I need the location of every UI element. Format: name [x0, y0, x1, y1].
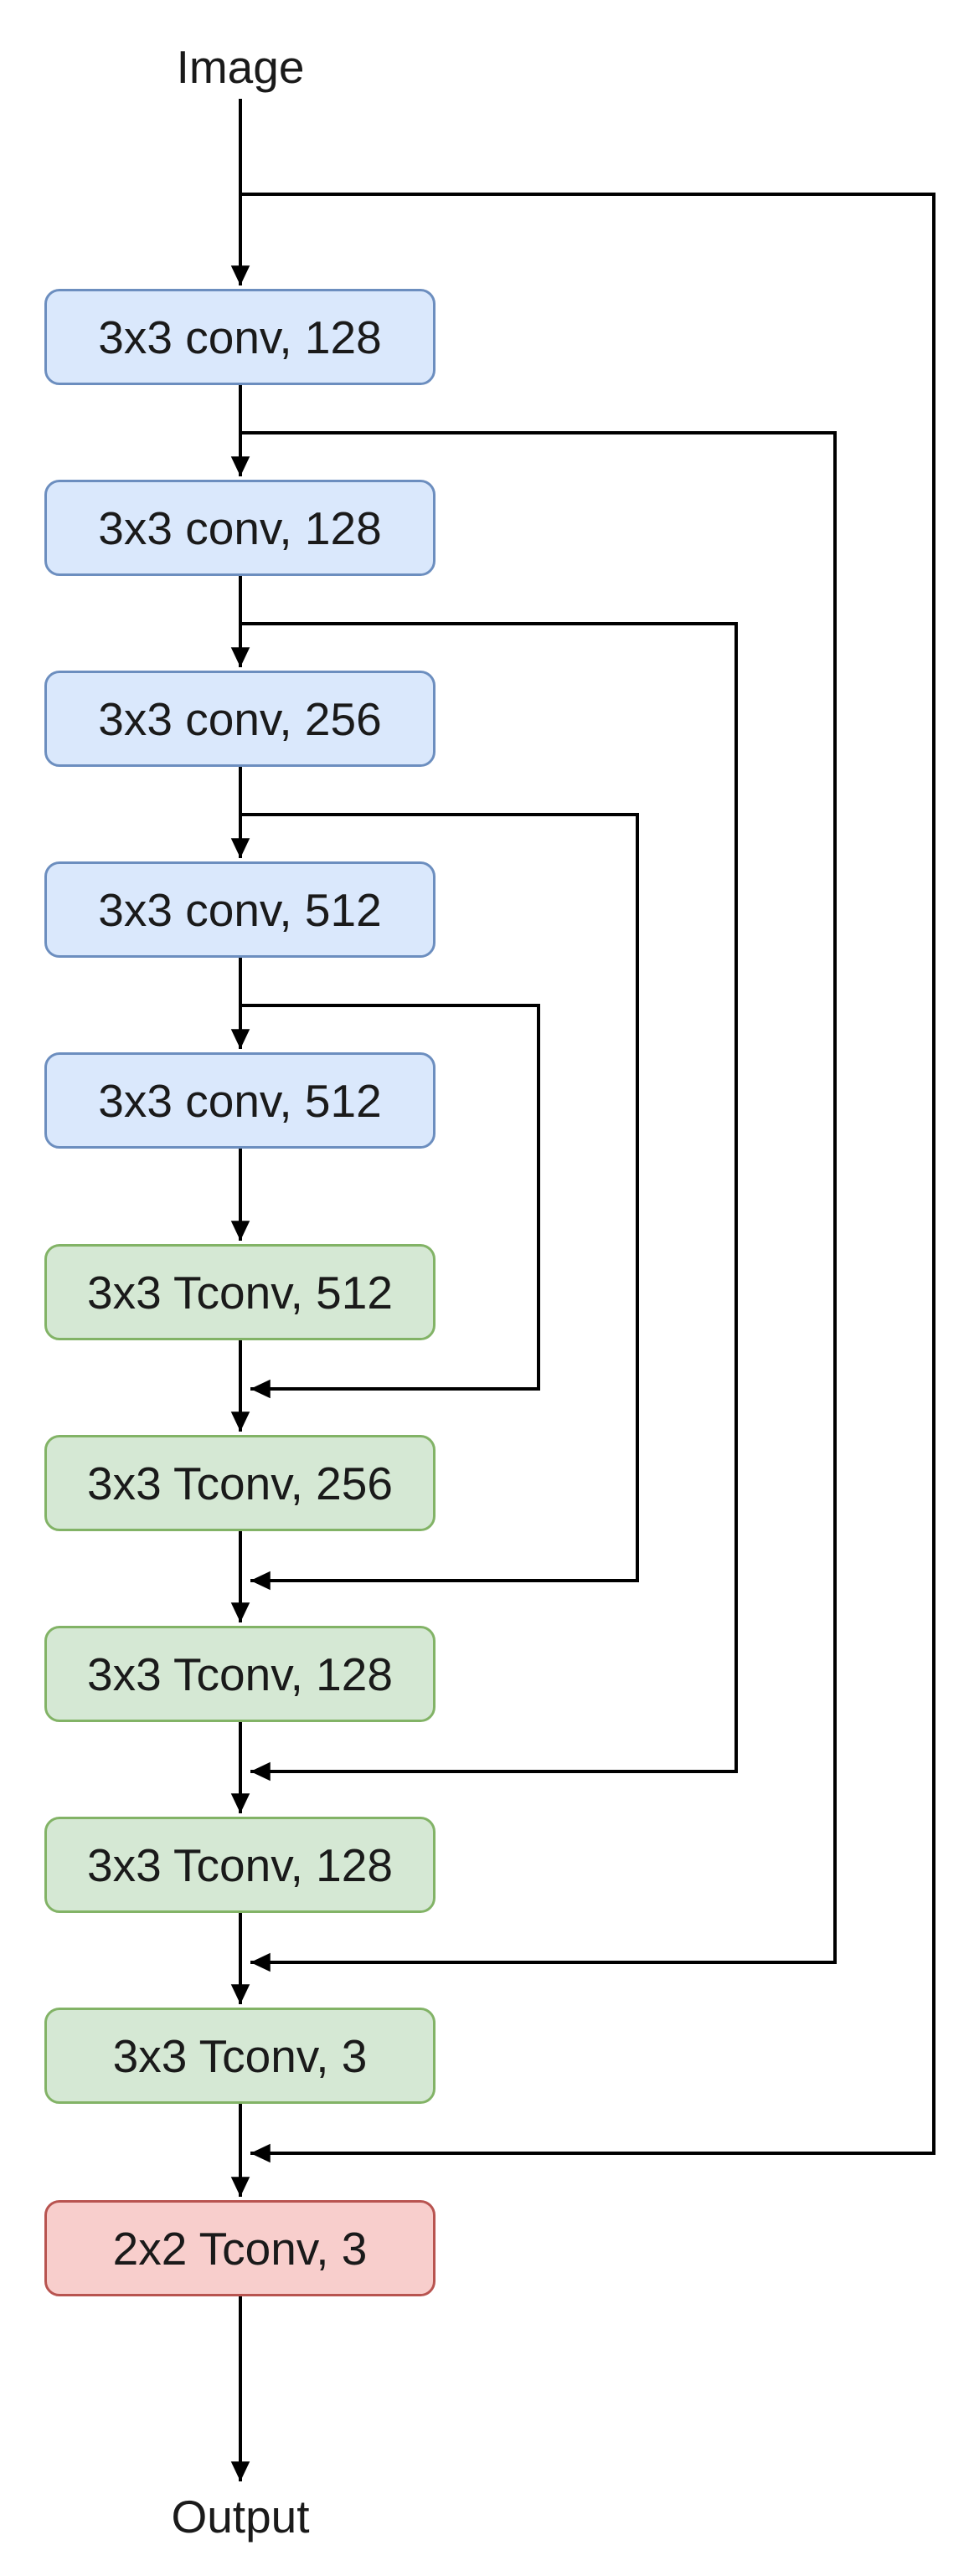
input-label: Image: [176, 41, 305, 93]
node-conv-256: 3x3 conv, 256: [44, 671, 436, 767]
node-conv-128-1: 3x3 conv, 128: [44, 289, 436, 385]
skip-input-to-tconv6: [240, 193, 935, 2163]
output-label: Output: [171, 2491, 310, 2543]
node-tconv-3: 3x3 Tconv, 3: [44, 2008, 436, 2104]
skip-conv3-to-tconv3: [240, 813, 639, 1591]
skip-conv2-to-tconv4: [240, 622, 738, 1782]
skip-conv1-to-tconv5: [240, 431, 837, 1972]
node-tconv-128-2: 3x3 Tconv, 128: [44, 1817, 436, 1913]
node-tconv-128-1: 3x3 Tconv, 128: [44, 1626, 436, 1722]
node-conv-512-1: 3x3 conv, 512: [44, 861, 436, 958]
node-tconv-256: 3x3 Tconv, 256: [44, 1435, 436, 1531]
node-conv-128-2: 3x3 conv, 128: [44, 480, 436, 576]
node-conv-512-2: 3x3 conv, 512: [44, 1052, 436, 1149]
node-tconv-2x2-3: 2x2 Tconv, 3: [44, 2200, 436, 2296]
skip-conv4-to-tconv2: [240, 1004, 540, 1399]
node-tconv-512: 3x3 Tconv, 512: [44, 1244, 436, 1340]
